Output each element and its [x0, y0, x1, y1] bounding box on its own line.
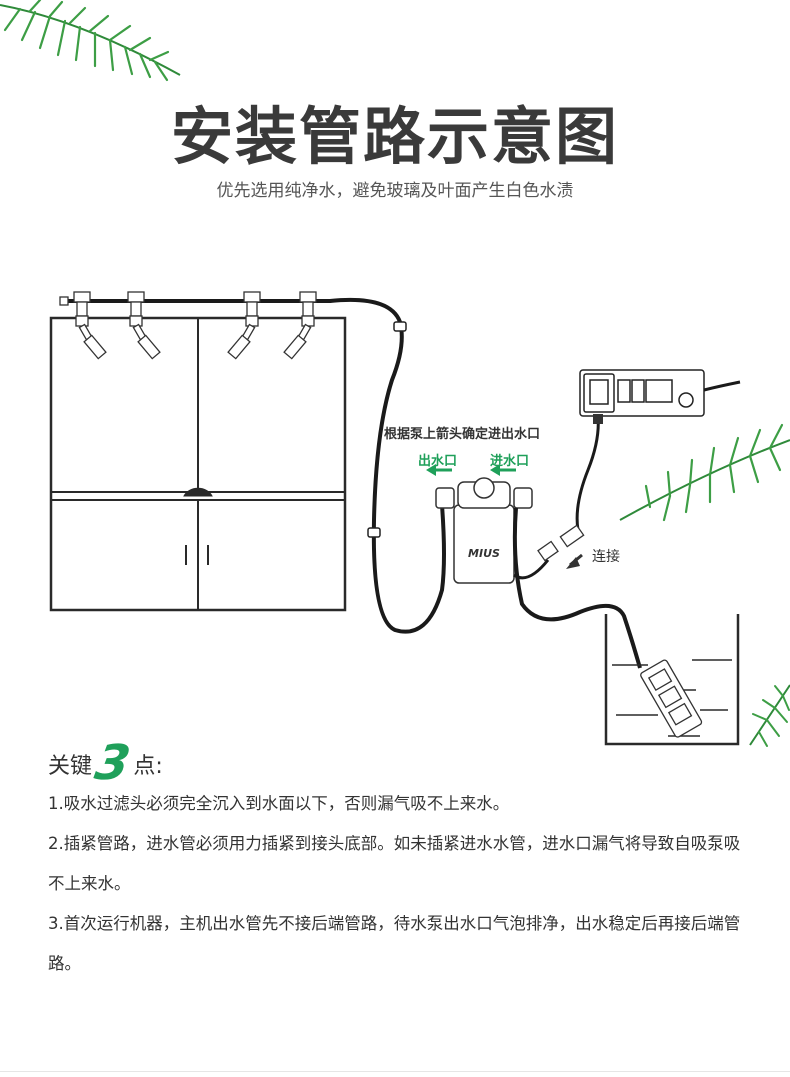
suction-filter [640, 659, 703, 738]
keypoint-item: 1.吸水过滤头必须完全沉入到水面以下，否则漏气吸不上来水。 [48, 794, 510, 813]
pipe-clip [367, 321, 407, 538]
pump-wire [513, 559, 550, 580]
palm-leaf-decoration-bottom-right [749, 684, 790, 747]
keypoints-heading-prefix: 关键 [48, 754, 93, 779]
page-title: 安装管路示意图 [170, 100, 619, 173]
page-subtitle: 优先选用纯净水，避免玻璃及叶面产生白色水渍 [216, 181, 574, 201]
inlet-arrow-icon [490, 464, 500, 476]
palm-leaf-decoration-right [619, 423, 790, 522]
arrow-note-label: 根据泵上箭头确定进出水口 [384, 427, 541, 442]
connect-label: 连接 [592, 549, 620, 565]
cable-connector [537, 524, 585, 562]
inlet-label: 进水口 [490, 454, 530, 469]
bottom-divider [0, 1071, 790, 1072]
keypoints-heading: 关键3点: [48, 735, 163, 791]
keypoints-heading-number: 3 [91, 735, 135, 791]
palm-leaf-decoration-top-left [0, 0, 181, 82]
spray-nozzle [59, 291, 317, 360]
supply-pipe [60, 297, 446, 634]
adapter-cable [575, 415, 600, 531]
aquarium-cabinet [49, 316, 347, 612]
pump-brand: MIUS [468, 547, 500, 560]
keypoint-item: 2.插紧管路，进水管必须用力插紧到接头底部。如未插紧进水水管，进水口漏气将导致自… [48, 834, 741, 893]
keypoints-heading-suffix: 点: [133, 754, 163, 779]
power-cord [703, 380, 741, 392]
keypoint-item: 3.首次运行机器，主机出水管先不接后端管路，待水泵出水口气泡排净，出水稳定后再接… [48, 914, 741, 973]
installation-diagram: MIUS [49, 291, 741, 746]
outlet-label: 出水口 [418, 454, 458, 469]
inlet-hose [512, 507, 642, 669]
power-strip [579, 369, 705, 417]
pump [435, 477, 533, 584]
